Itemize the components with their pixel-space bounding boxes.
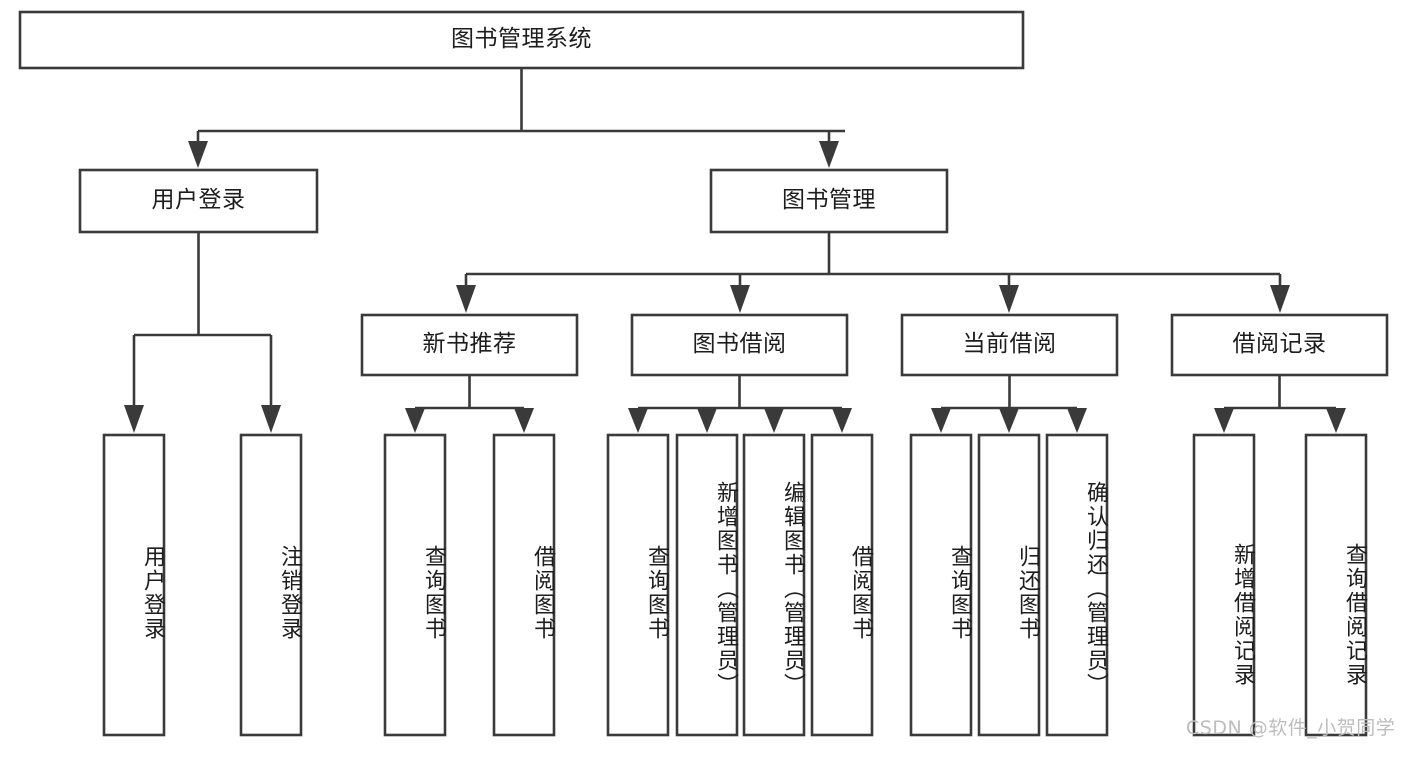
arrowhead-new-book-leaf-1 bbox=[405, 408, 425, 433]
node-box-leaf-book-borrow-4[interactable] bbox=[810, 433, 874, 737]
arrowhead-to-book-borrow bbox=[730, 285, 750, 313]
node-box-leaf-book-borrow-1[interactable] bbox=[606, 433, 670, 737]
node-box-leaf-borrow-record-2[interactable] bbox=[1304, 433, 1368, 737]
arrowhead-user-login-leaf-1 bbox=[124, 405, 144, 433]
arrowhead-book-borrow-leaf-4 bbox=[832, 408, 852, 433]
arrowhead-book-borrow-leaf-1 bbox=[628, 408, 648, 433]
node-box-leaf-new-book-2[interactable] bbox=[492, 433, 556, 737]
arrowhead-to-new-book-recommend bbox=[456, 285, 476, 313]
arrowhead-root-to-user-login bbox=[188, 141, 208, 168]
arrowhead-book-borrow-leaf-3 bbox=[764, 408, 784, 433]
node-box-leaf-book-borrow-2[interactable] bbox=[675, 433, 739, 737]
arrowhead-to-borrow-record bbox=[1270, 285, 1290, 313]
node-box-user-login[interactable] bbox=[78, 168, 319, 234]
arrowhead-book-borrow-leaf-2 bbox=[697, 408, 717, 433]
node-box-leaf-user-login-1[interactable] bbox=[102, 433, 166, 737]
node-box-leaf-current-borrow-2[interactable] bbox=[977, 433, 1041, 737]
node-box-current-borrow[interactable] bbox=[900, 313, 1119, 377]
arrowhead-current-borrow-leaf-3 bbox=[1067, 408, 1087, 433]
node-box-borrow-record[interactable] bbox=[1170, 313, 1389, 377]
node-box-leaf-borrow-record-1[interactable] bbox=[1192, 433, 1256, 737]
diagram-svg bbox=[18, 10, 1389, 737]
arrowhead-root-to-book-mgmt bbox=[819, 141, 839, 168]
arrowhead-user-login-leaf-2 bbox=[261, 405, 281, 433]
node-box-root[interactable] bbox=[18, 10, 1025, 70]
arrowhead-current-borrow-leaf-2 bbox=[999, 408, 1019, 433]
node-box-new-book-recommend[interactable] bbox=[360, 313, 579, 377]
arrowhead-new-book-leaf-2 bbox=[514, 408, 534, 433]
node-box-book-borrow[interactable] bbox=[630, 313, 849, 377]
arrowhead-borrow-record-leaf-2 bbox=[1326, 408, 1346, 433]
node-box-book-management[interactable] bbox=[709, 168, 949, 234]
arrowhead-current-borrow-leaf-1 bbox=[931, 408, 951, 433]
node-box-leaf-book-borrow-3[interactable] bbox=[742, 433, 806, 737]
arrowhead-to-current-borrow bbox=[999, 285, 1019, 313]
watermark-text: CSDN @软件_小贺同学 bbox=[1186, 717, 1396, 739]
node-box-leaf-user-login-2[interactable] bbox=[239, 433, 303, 737]
node-box-leaf-new-book-1[interactable] bbox=[383, 433, 447, 737]
node-box-leaf-current-borrow-3[interactable] bbox=[1045, 433, 1109, 737]
node-box-leaf-current-borrow-1[interactable] bbox=[909, 433, 973, 737]
arrowhead-borrow-record-leaf-1 bbox=[1214, 408, 1234, 433]
diagram-canvas-root: 图书管理系统 用户登录 图书管理 新书推荐 图书借阅 当前借阅 借阅记录 用户登… bbox=[18, 10, 1396, 739]
